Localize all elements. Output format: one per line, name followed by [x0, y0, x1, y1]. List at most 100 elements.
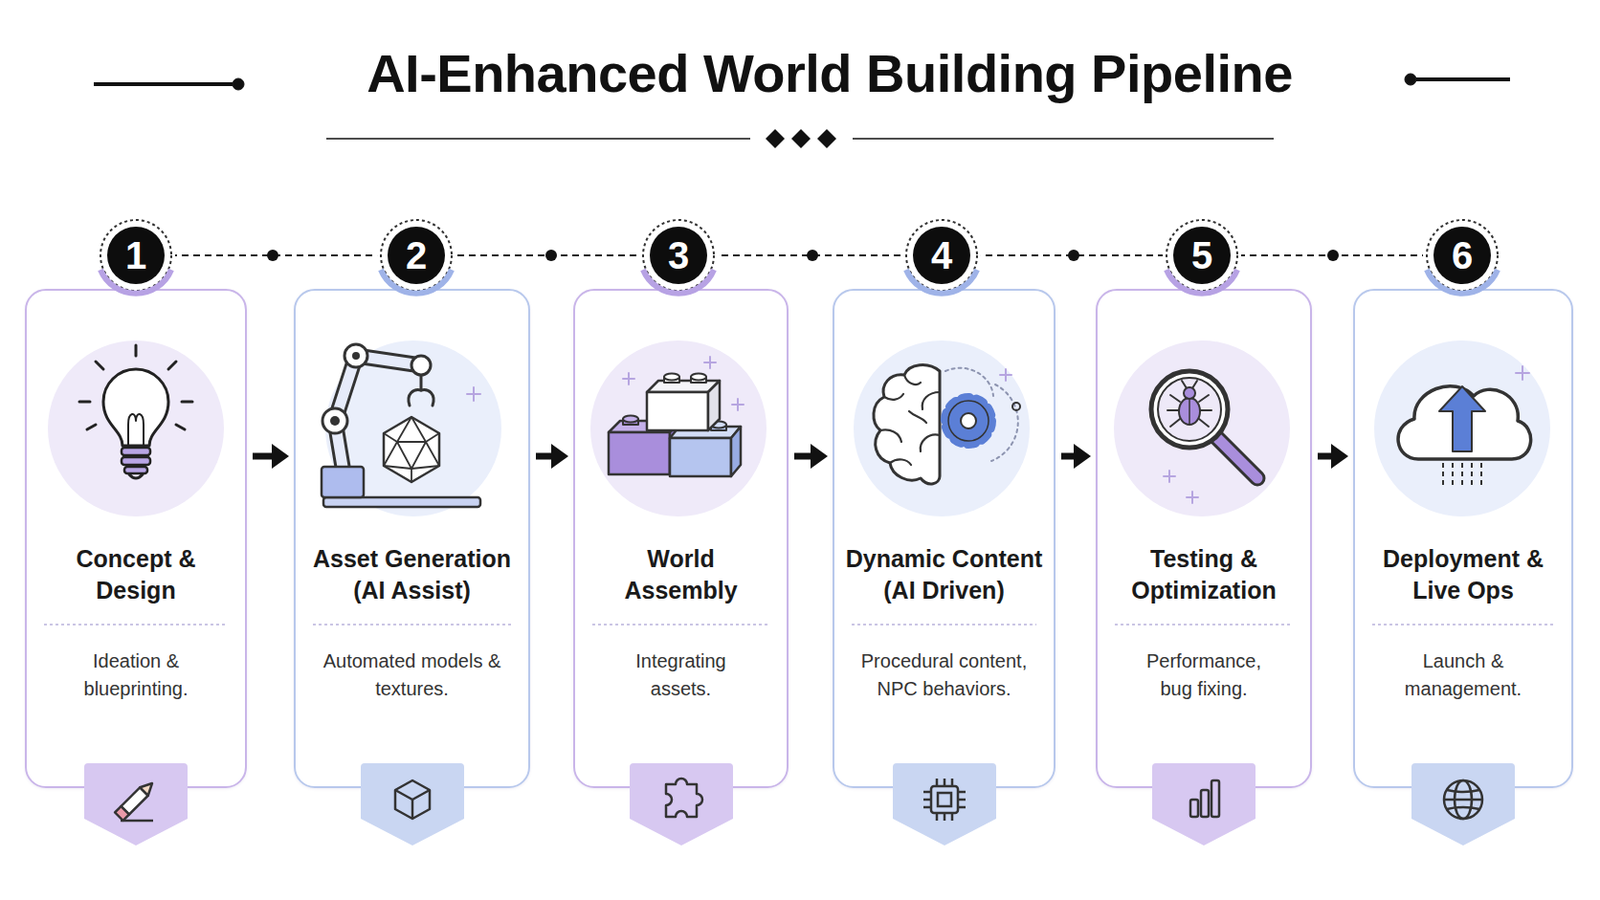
robot-arm-icon	[408, 390, 434, 406]
timeline-dashed-line	[545, 249, 557, 262]
dotted-divider	[1114, 623, 1293, 626]
diagram-title: AI-Enhanced World Building Pipeline	[255, 40, 1404, 108]
magnifier-bug-icon	[1217, 438, 1258, 479]
step-number: 3	[644, 222, 712, 289]
robot-arm-icon	[321, 466, 364, 498]
process-card: Deployment & Live OpsLaunch & management…	[1353, 288, 1574, 789]
pencil-icon	[114, 779, 156, 822]
step-description: Launch & management.	[1391, 647, 1535, 704]
globe-icon	[1454, 780, 1472, 820]
icon-background	[853, 340, 1030, 517]
chip-icon	[923, 778, 966, 822]
chip-icon	[951, 778, 955, 787]
arrow-head	[1331, 444, 1349, 469]
arrow-head	[810, 444, 828, 469]
chip-icon	[935, 813, 939, 822]
sparkle	[466, 387, 481, 401]
title-ornament	[93, 82, 233, 87]
robot-arm-icon	[355, 355, 422, 366]
number-badge	[377, 216, 456, 295]
title-ornament	[791, 129, 811, 149]
timeline-dashed-line	[1067, 249, 1080, 262]
number-badge	[1422, 216, 1502, 295]
title-ornament	[326, 137, 751, 140]
brain-gear-icon	[873, 365, 940, 485]
step-number: 2	[382, 222, 450, 289]
lightbulb-icon	[176, 424, 185, 430]
title-ornament	[765, 129, 785, 149]
bottom-tab	[84, 763, 188, 846]
robot-arm-icon	[334, 355, 356, 422]
chip-icon	[951, 813, 955, 822]
bottom-tab	[360, 763, 465, 846]
robot-arm-icon	[344, 344, 368, 368]
timeline-dashed-line	[806, 249, 819, 262]
title-ornament	[817, 129, 837, 149]
arrow-shaft	[535, 453, 556, 461]
step-number: 4	[908, 222, 976, 289]
cube-icon	[411, 800, 415, 820]
cloud-upload-icon	[1443, 463, 1482, 487]
timeline-dashed-line	[266, 249, 279, 262]
cloud-upload-icon	[1398, 386, 1532, 487]
bottom-tab	[84, 763, 1515, 846]
brain-gear-icon	[960, 413, 977, 429]
number-badge	[643, 220, 714, 291]
sparkle	[1186, 491, 1199, 504]
lightbulb-icon	[79, 400, 90, 404]
robot-arm-icon	[321, 344, 481, 508]
cube-icon	[395, 780, 430, 820]
process-card: Dynamic Content (AI Driven)Procedural co…	[832, 288, 1056, 789]
magnifier-bug-icon	[1183, 387, 1196, 400]
blocks-icon	[669, 438, 732, 477]
icon-background	[1113, 340, 1290, 517]
number-badge	[902, 216, 981, 295]
blocks-icon	[622, 416, 639, 423]
robot-arm-icon	[355, 355, 422, 366]
icon-background	[325, 340, 502, 517]
blocks-icon	[690, 374, 707, 381]
step-heading: World Assembly	[609, 543, 754, 607]
pencil-icon	[114, 806, 130, 822]
sparkle	[1000, 369, 1012, 381]
dotted-divider	[44, 623, 1555, 626]
brain-gear-icon	[945, 368, 994, 397]
magnifier-bug-icon	[1167, 409, 1179, 412]
number-badge	[1426, 220, 1498, 291]
number-badge	[639, 216, 718, 295]
magnifier-bug-icon	[1170, 419, 1180, 427]
lightbulb-icon	[121, 447, 151, 456]
step-number: 6	[1428, 222, 1496, 289]
chip-icon	[923, 806, 932, 810]
pencil-icon	[120, 820, 154, 823]
timeline-dashed-line	[135, 254, 1463, 257]
number-badge	[906, 220, 978, 291]
puzzle-icon	[666, 778, 703, 818]
arrow-shaft	[794, 453, 815, 461]
lightbulb-icon	[168, 361, 177, 370]
process-card: Asset Generation (AI Assist)Automated mo…	[293, 288, 531, 789]
blocks-icon	[608, 421, 682, 433]
chip-icon	[937, 793, 952, 807]
robot-arm-icon	[334, 355, 356, 422]
sparkle	[622, 373, 635, 385]
step-heading: Concept & Design	[64, 543, 208, 607]
pencil-icon	[114, 779, 156, 822]
bottom-tab	[892, 763, 997, 846]
step-heading: Dynamic Content (AI Driven)	[836, 543, 1053, 607]
step-description: Integrating assets.	[609, 647, 754, 704]
blocks-icon	[669, 426, 741, 439]
magnifier-bug-icon	[1188, 400, 1191, 424]
robot-arm-icon	[334, 421, 343, 467]
cube-icon	[395, 780, 430, 820]
chip-icon	[931, 786, 958, 814]
title-ornament	[1416, 77, 1511, 82]
lightbulb-icon	[121, 457, 151, 466]
robot-arm-icon	[330, 416, 340, 426]
brain-gear-icon	[945, 398, 992, 445]
timeline-dashed-line	[135, 249, 1463, 262]
brain-gear-icon	[880, 375, 940, 466]
lightbulb-icon	[103, 369, 169, 446]
globe-icon	[1444, 799, 1483, 802]
blocks-icon	[664, 374, 680, 381]
